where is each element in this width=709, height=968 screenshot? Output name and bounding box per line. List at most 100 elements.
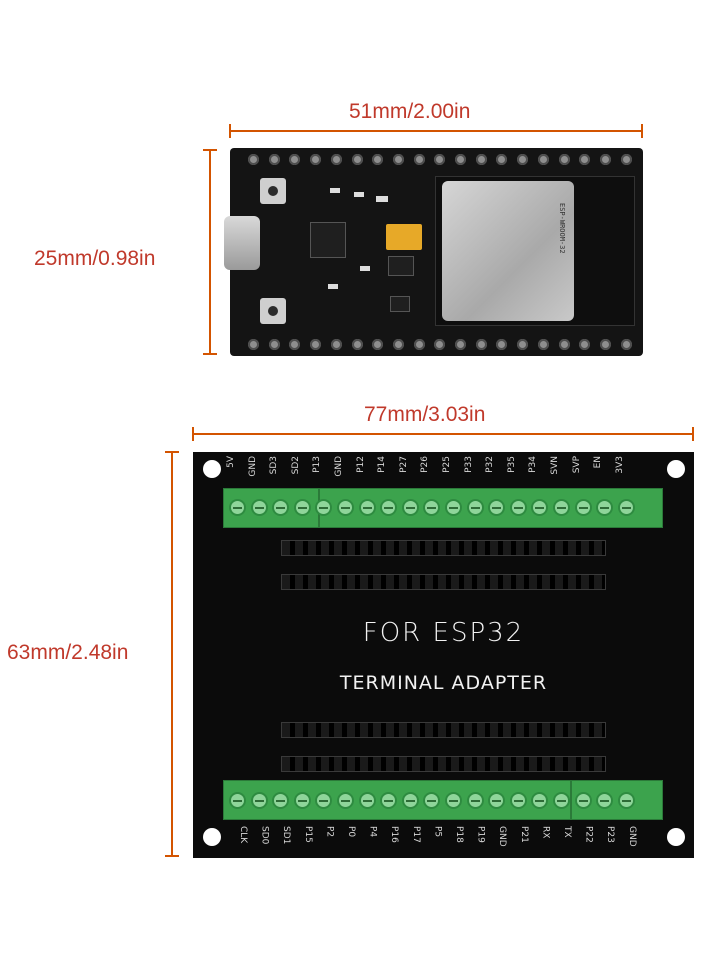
terminal-screw (531, 499, 549, 516)
esp-height-tick-top (203, 149, 217, 151)
terminal-screw (509, 499, 527, 516)
pin-label: P33 (463, 456, 474, 473)
female-header-top-1 (281, 540, 606, 556)
adapter-width-line (193, 433, 694, 435)
module-label: ESP-WROOM-32 (558, 203, 566, 254)
header-pin (413, 339, 425, 350)
header-pin (268, 154, 280, 165)
female-header-bottom-2 (281, 756, 606, 772)
pin-label: GND (247, 456, 258, 477)
header-pin (537, 154, 549, 165)
header-pin (537, 339, 549, 350)
esp-width-tick-left (229, 124, 231, 138)
header-pin (579, 154, 591, 165)
terminal-screw (574, 499, 592, 516)
terminal-screw (250, 499, 268, 516)
pin-label: P16 (389, 826, 400, 843)
terminal-screw (423, 499, 441, 516)
pin-label: P14 (377, 456, 388, 473)
terminal-screw (272, 792, 290, 809)
pin-label: EN (593, 456, 604, 469)
adapter-height-line (171, 452, 173, 856)
usb-c-port (224, 216, 260, 270)
header-pin (248, 154, 259, 165)
terminal-screw (466, 792, 484, 809)
wroom-module: ESP-WROOM-32 (435, 176, 635, 326)
terminal-screw (617, 792, 635, 809)
terminal-screw (574, 792, 592, 809)
terminal-screw (445, 792, 462, 809)
esp-height-tick-bottom (203, 353, 217, 355)
pin-label: 5V (226, 456, 236, 468)
header-pin (558, 154, 570, 165)
pin-label: P34 (528, 456, 539, 473)
terminal-screw (488, 792, 506, 809)
pin-label: SD2 (290, 456, 301, 475)
pin-label: SVP (571, 456, 582, 474)
female-header-top-2 (281, 574, 606, 590)
adapter-height-tick-top (165, 451, 179, 453)
pin-label: P2 (324, 826, 335, 838)
terminal-screw (553, 499, 570, 516)
smd-component (360, 266, 370, 271)
header-pin (434, 154, 446, 165)
pin-label: P22 (583, 826, 594, 843)
terminal-screw (531, 792, 549, 809)
esp-width-tick-right (641, 124, 643, 138)
adapter-height-label: 63mm/2.48in (7, 641, 129, 664)
usb-serial-chip (310, 222, 346, 258)
smd-component (330, 188, 340, 193)
transistor-chip (390, 296, 410, 312)
header-pin (268, 339, 280, 350)
esp32-board: ESP-WROOM-32 (224, 148, 643, 356)
pin-label: P35 (506, 456, 517, 473)
pin-label: RX (540, 826, 551, 839)
terminal-screw (380, 792, 398, 809)
adapter-title: FOR ESP32 (362, 618, 525, 648)
header-pin (351, 339, 363, 350)
header-pin (330, 154, 342, 165)
header-pin (248, 339, 259, 350)
terminal-screw (509, 792, 527, 809)
header-pin (392, 154, 404, 165)
mount-hole-top-right (667, 460, 685, 478)
smd-component (328, 284, 338, 289)
pin-label: P23 (605, 826, 616, 843)
pin-label: SD3 (269, 456, 280, 475)
pin-label: P17 (410, 826, 421, 843)
mount-hole-bottom-left (203, 828, 221, 846)
pin-label: P12 (355, 456, 366, 473)
pin-label: P5 (432, 826, 443, 838)
adapter-height-tick-bottom (165, 855, 179, 857)
header-pin (475, 339, 487, 350)
pin-label: TX (562, 826, 572, 838)
female-header-bottom-1 (281, 722, 606, 738)
terminal-screw (315, 499, 333, 516)
header-pin (455, 339, 466, 350)
mount-hole-top-left (203, 460, 221, 478)
pin-label: P19 (475, 826, 486, 843)
adapter-subtitle: TERMINAL ADAPTER (339, 672, 548, 694)
terminal-screw (596, 792, 614, 809)
terminal-screw (423, 792, 441, 809)
header-pin (599, 154, 611, 165)
mount-hole-bottom-right (667, 828, 685, 846)
terminal-screw (315, 792, 333, 809)
terminal-screw (293, 499, 311, 516)
terminal-screw (596, 499, 614, 516)
terminal-screw (229, 792, 246, 809)
terminal-screw (250, 792, 268, 809)
pin-label: P21 (518, 826, 529, 843)
header-pin (620, 154, 632, 165)
terminal-screw (229, 499, 246, 516)
header-pin (620, 339, 632, 350)
reset-button (260, 298, 286, 324)
terminal-screw (358, 792, 376, 809)
smd-component (376, 196, 388, 202)
terminal-screw (553, 792, 570, 809)
header-pin (475, 154, 487, 165)
pin-label: P25 (442, 456, 452, 473)
pin-label: GND (497, 826, 508, 847)
terminal-screw (445, 499, 462, 516)
pin-label: P15 (302, 826, 313, 843)
